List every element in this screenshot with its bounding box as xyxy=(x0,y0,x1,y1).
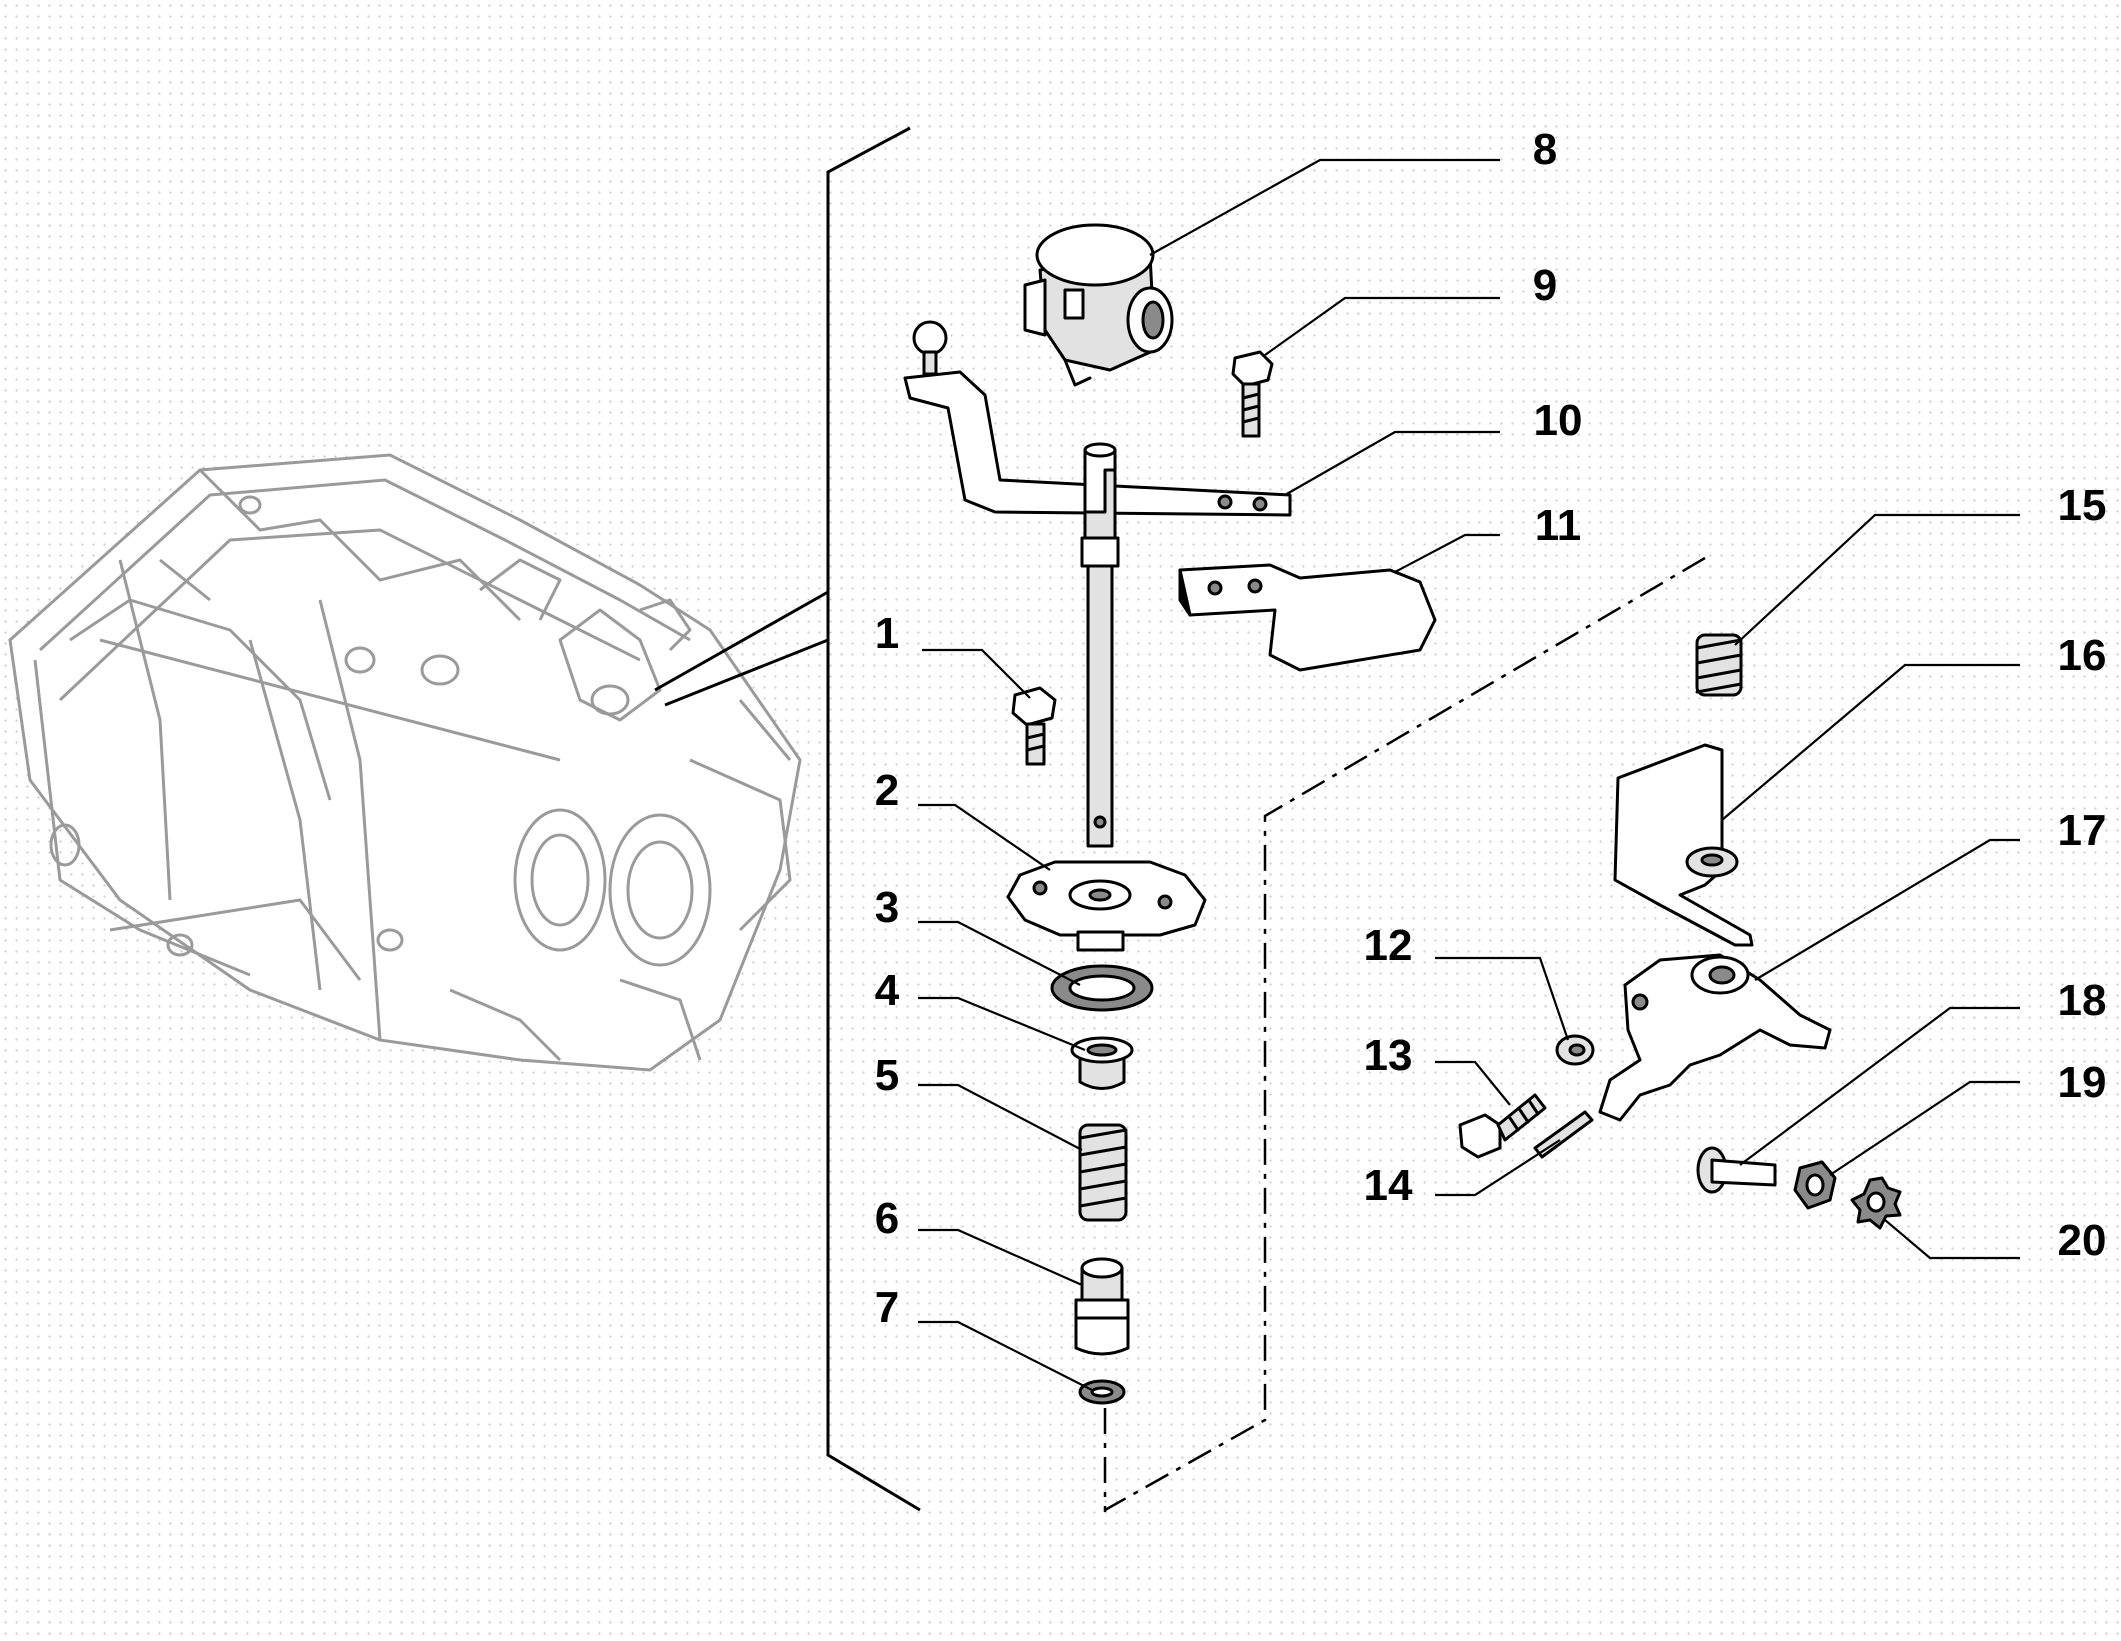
callout-19: 19 xyxy=(2058,1058,2107,1107)
callout-10: 10 xyxy=(1534,396,1583,445)
part-4-bushing xyxy=(1070,1036,1134,1090)
part-2-flange xyxy=(1006,860,1207,952)
callout-12: 12 xyxy=(1364,921,1413,970)
gearbox-housing-ghost xyxy=(8,453,802,1072)
part-20-star-washer xyxy=(1850,1176,1902,1230)
callout-5: 5 xyxy=(875,1051,899,1100)
part-16-fork xyxy=(1613,743,1754,947)
callout-15: 15 xyxy=(2058,481,2107,530)
part-17-lever xyxy=(1598,953,1832,1122)
callout-9: 9 xyxy=(1533,261,1557,310)
part-8-selector-sleeve xyxy=(1023,223,1174,387)
callout-6: 6 xyxy=(875,1194,899,1243)
part-6-plunger xyxy=(1074,1257,1130,1356)
callout-4: 4 xyxy=(875,966,900,1015)
leader-lines xyxy=(918,158,2020,1391)
part-12-washer xyxy=(1555,1034,1595,1066)
callout-11: 11 xyxy=(1535,501,1582,550)
callout-14: 14 xyxy=(1364,1161,1413,1210)
callout-18: 18 xyxy=(2058,976,2107,1025)
selector-shaft xyxy=(1080,442,1120,848)
assembly-frame xyxy=(654,126,1706,1512)
callout-13: 13 xyxy=(1364,1031,1413,1080)
callout-2: 2 xyxy=(875,766,899,815)
part-18-screw xyxy=(1696,1146,1777,1194)
callout-8: 8 xyxy=(1533,125,1557,174)
part-5-spring xyxy=(1078,1123,1128,1222)
part-3-seal xyxy=(1050,964,1154,1012)
callout-17: 17 xyxy=(2058,806,2107,855)
callout-labels: 1 2 3 4 5 6 7 8 9 10 11 12 13 14 15 16 1… xyxy=(875,125,2107,1332)
part-13-bolt xyxy=(1458,1093,1547,1159)
part-7-circlip xyxy=(1078,1379,1126,1405)
part-11-fork-plate xyxy=(1178,563,1437,672)
part-1-bolt xyxy=(1011,686,1057,766)
callout-16: 16 xyxy=(2058,631,2107,680)
callout-3: 3 xyxy=(875,883,899,932)
callout-1: 1 xyxy=(875,609,899,658)
callout-7: 7 xyxy=(875,1283,899,1332)
part-15-spring xyxy=(1695,633,1743,697)
callout-20: 20 xyxy=(2058,1216,2107,1265)
part-9-bolt xyxy=(1231,350,1274,438)
part-19-nut xyxy=(1793,1160,1837,1210)
